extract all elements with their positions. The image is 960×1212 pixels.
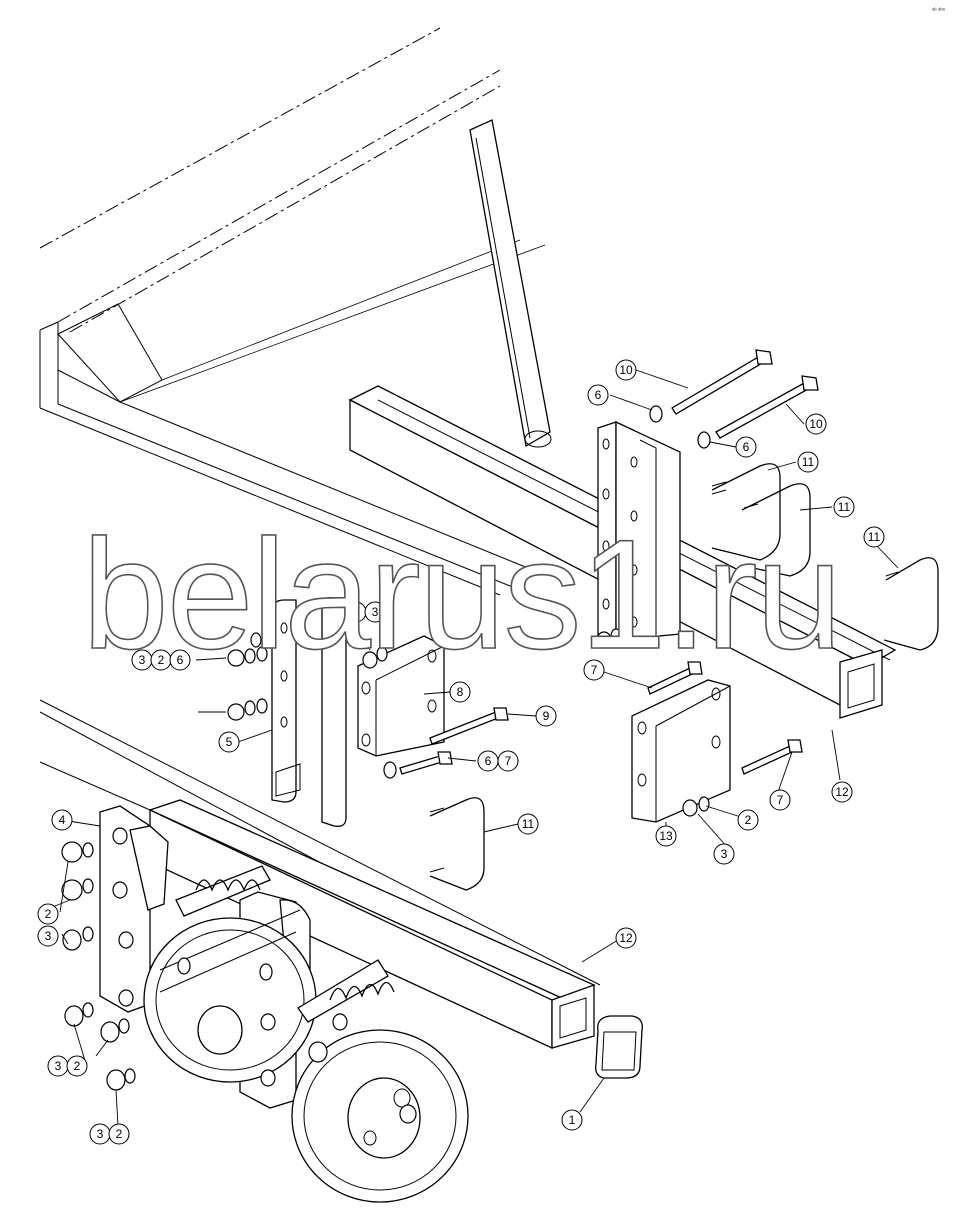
callout-13: 13 (655, 825, 677, 847)
callout-7: 7 (497, 750, 519, 772)
svg-text:8: 8 (457, 685, 464, 699)
main-frame (39, 27, 546, 596)
svg-text:2: 2 (745, 813, 752, 827)
svg-text:3: 3 (55, 1059, 62, 1073)
u-bolts (429, 463, 939, 891)
callout-6: 6 (477, 750, 499, 772)
callout-7: 7 (769, 789, 791, 811)
svg-text:3: 3 (97, 1127, 104, 1141)
callout-6: 6 (587, 384, 609, 406)
svg-text:10: 10 (809, 417, 823, 431)
callout-9: 9 (535, 705, 557, 727)
callout-3: 3 (37, 925, 59, 947)
callout-11: 11 (833, 496, 855, 518)
callout-5: 5 (218, 731, 240, 753)
svg-text:6: 6 (595, 388, 602, 402)
mid-bracket (357, 635, 445, 757)
callout-7: 7 (583, 659, 605, 681)
svg-text:3: 3 (45, 929, 52, 943)
svg-text:13: 13 (659, 829, 673, 843)
svg-text:2: 2 (45, 907, 52, 921)
svg-text:11: 11 (838, 500, 851, 514)
support-brace (469, 119, 552, 448)
callout-3: 3 (364, 601, 386, 623)
callout-3: 3 (89, 1123, 111, 1145)
callout-3: 3 (47, 1055, 69, 1077)
svg-text:2: 2 (116, 1127, 123, 1141)
svg-text:2: 2 (158, 653, 165, 667)
callout-12: 12 (615, 927, 637, 949)
tube-plug (595, 1015, 643, 1079)
svg-text:7: 7 (591, 663, 598, 677)
svg-text:4: 4 (59, 813, 66, 827)
callout-6: 6 (735, 436, 757, 458)
watermark: belarus1.ru (82, 508, 840, 682)
leader-lines (49, 369, 899, 1127)
callout-6: 6 (169, 649, 191, 671)
svg-text:6: 6 (743, 440, 750, 454)
callouts: 10 10 6 6 11 11 11 2 3 3 2 6 5 8 9 6 7 7… (37, 359, 885, 1145)
svg-text:3: 3 (721, 847, 728, 861)
callout-12: 12 (831, 781, 853, 803)
callout-10: 10 (615, 359, 637, 381)
svg-text:7: 7 (777, 793, 784, 807)
callout-4: 4 (51, 809, 73, 831)
callout-2: 2 (37, 903, 59, 925)
svg-text:11: 11 (802, 455, 815, 469)
svg-text:2: 2 (74, 1059, 81, 1073)
callout-2: 2 (66, 1055, 88, 1077)
svg-text:9: 9 (543, 709, 550, 723)
mid-nuts (227, 628, 622, 721)
callout-2: 2 (737, 809, 759, 831)
callout-2: 2 (150, 649, 172, 671)
svg-text:2: 2 (353, 605, 360, 619)
svg-text:1: 1 (569, 1113, 576, 1127)
front-bracket (631, 661, 803, 823)
left-hardware (61, 841, 136, 1091)
svg-text:12: 12 (835, 785, 849, 799)
disc-assembly (99, 805, 469, 1203)
callout-2: 2 (108, 1123, 130, 1145)
svg-text:5: 5 (226, 735, 233, 749)
svg-text:11: 11 (522, 817, 535, 831)
callout-8: 8 (449, 681, 471, 703)
callout-3: 3 (713, 843, 735, 865)
svg-text:6: 6 (177, 653, 184, 667)
svg-text:6: 6 (485, 754, 492, 768)
svg-text:3: 3 (139, 653, 146, 667)
mid-bolts (383, 707, 509, 779)
callout-10: 10 (805, 413, 827, 435)
corner-mark: ᵃᵇ ᵃᵇᵃ (932, 7, 946, 14)
side-plates (271, 597, 347, 827)
callout-1: 1 (561, 1109, 583, 1131)
callout-2: 2 (345, 601, 367, 623)
callout-11: 11 (863, 526, 885, 548)
front-tube (39, 699, 601, 1050)
svg-text:11: 11 (868, 530, 881, 544)
svg-text:7: 7 (505, 754, 512, 768)
callout-11: 11 (797, 451, 819, 473)
svg-text:10: 10 (619, 363, 633, 377)
svg-text:12: 12 (619, 931, 633, 945)
svg-text:3: 3 (372, 605, 379, 619)
rear-clamp-plate (597, 420, 681, 647)
callout-11: 11 (517, 813, 539, 835)
long-bolts (649, 349, 819, 449)
